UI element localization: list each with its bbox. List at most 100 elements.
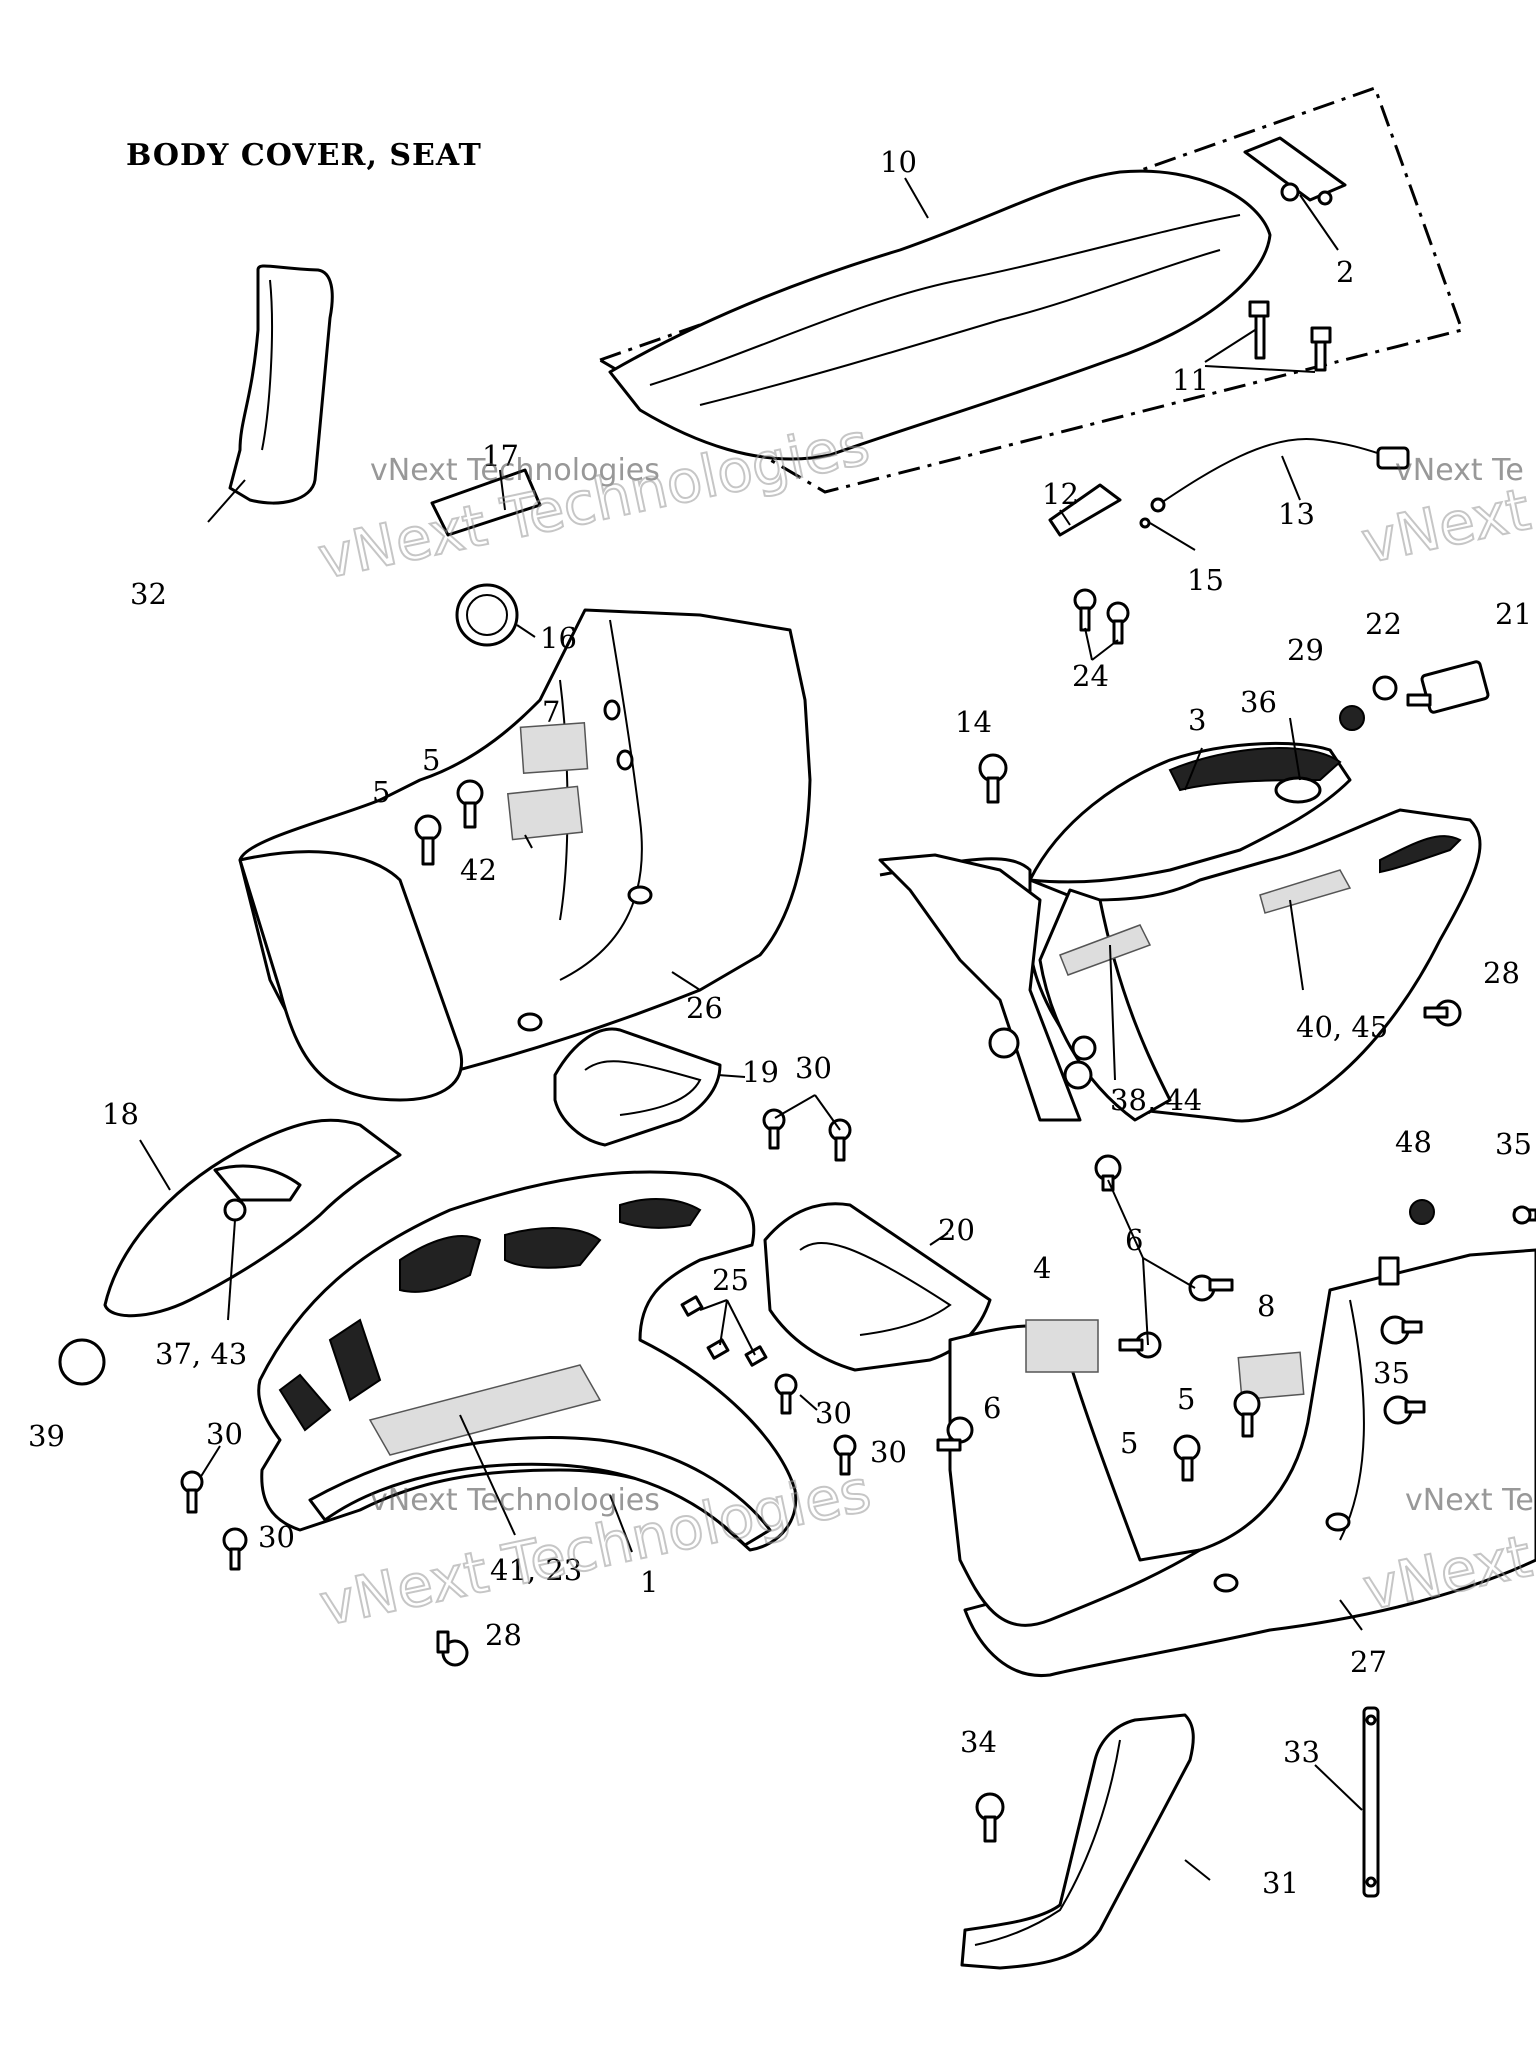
callout-40-45: 40, 45 <box>1296 1010 1388 1044</box>
callout-39: 39 <box>28 1419 65 1453</box>
screw-28b <box>436 1630 469 1667</box>
bolt-24b <box>1106 601 1130 645</box>
callout-12: 12 <box>1042 477 1079 511</box>
callout-14: 14 <box>955 705 992 739</box>
bracket-21 <box>1406 660 1490 714</box>
callout-24: 24 <box>1072 659 1109 693</box>
seat-cable <box>1139 437 1410 529</box>
guard-31 <box>960 1713 1195 1970</box>
callout-27: 27 <box>1350 1645 1387 1679</box>
screw-30f <box>222 1527 248 1571</box>
screw-30c <box>774 1373 798 1415</box>
seat <box>596 86 1464 494</box>
decal-38 <box>1059 924 1152 976</box>
screw-5a <box>414 814 442 866</box>
watermark-top-right: vNext Te vNext Technologies <box>1355 393 1536 578</box>
bracket-33 <box>1362 1706 1380 1898</box>
decal-8 <box>1237 1351 1305 1401</box>
callout-19: 19 <box>742 1055 779 1089</box>
grab-bar-cover <box>228 264 334 505</box>
right-side-cover <box>948 1248 1536 1678</box>
svg-text:vNext Technologies: vNext Technologies <box>313 409 875 592</box>
callout-36: 36 <box>1240 685 1277 719</box>
headlight-cover <box>103 1118 402 1318</box>
callout-26: 26 <box>686 991 723 1025</box>
callout-22: 22 <box>1365 607 1402 641</box>
front-fender <box>257 1170 798 1552</box>
screw-30e <box>180 1470 204 1514</box>
screw-30b <box>828 1118 852 1162</box>
decal-41 <box>368 1364 602 1456</box>
callout-38-44: 38, 44 <box>1110 1083 1202 1117</box>
callout-35a: 35 <box>1495 1127 1532 1161</box>
callout-11: 11 <box>1172 363 1209 397</box>
callout-7: 7 <box>542 695 560 729</box>
decal-42 <box>506 785 584 841</box>
callout-16: 16 <box>540 621 577 655</box>
seat-cushion <box>608 169 1272 461</box>
callout-28b: 28 <box>485 1618 522 1652</box>
page-title: BODY COVER, SEAT <box>126 138 482 173</box>
callout-30a: 30 <box>795 1051 832 1085</box>
bolt-6c <box>1118 1331 1162 1359</box>
decal-17 <box>430 468 542 537</box>
seat-bolt-a <box>1248 300 1270 360</box>
seat-hinge-bracket <box>1243 136 1347 206</box>
callout-6a: 6 <box>1125 1223 1143 1257</box>
bolt-24a <box>1073 588 1097 632</box>
svg-text:vNext Technologies: vNext Technologies <box>370 453 660 488</box>
bolt-35b <box>1380 1315 1423 1345</box>
callout-20: 20 <box>938 1213 975 1247</box>
callout-30c: 30 <box>870 1435 907 1469</box>
panel-19 <box>553 1027 722 1147</box>
leader-lines <box>139 177 1363 1881</box>
bolt-6d <box>936 1416 974 1452</box>
screw-30d <box>833 1434 857 1476</box>
svg-text:vNext Te: vNext Te <box>1395 453 1524 488</box>
seat-bolt-b <box>1310 326 1332 372</box>
watermark-bottom-left: vNext Technologies vNext Technologies <box>313 1455 877 1640</box>
callout-33: 33 <box>1283 1735 1320 1769</box>
callout-1: 1 <box>640 1565 658 1599</box>
callout-4: 4 <box>1033 1251 1051 1285</box>
nut-48 <box>1409 1199 1435 1225</box>
screw-5c <box>1233 1390 1261 1438</box>
callout-21: 21 <box>1495 597 1532 631</box>
callout-42: 42 <box>460 853 497 887</box>
callout-37-43: 37, 43 <box>155 1337 247 1371</box>
callout-25: 25 <box>712 1263 749 1297</box>
callout-34: 34 <box>960 1725 997 1759</box>
nut-29 <box>1339 705 1365 731</box>
bolt-35a <box>1512 1205 1536 1225</box>
watermark-top-left: vNext Technologies vNext Technologies <box>312 408 876 593</box>
callout-10: 10 <box>880 145 917 179</box>
callout-17: 17 <box>482 439 519 473</box>
callout-5c: 5 <box>1177 1382 1195 1416</box>
callout-13: 13 <box>1278 497 1315 531</box>
screw-28a <box>1423 999 1462 1027</box>
callout-31: 31 <box>1262 1866 1299 1900</box>
cap-39 <box>58 1338 106 1386</box>
decal-40 <box>1259 869 1352 914</box>
screw-5b <box>456 779 484 829</box>
svg-text:vNext Te: vNext Te <box>1405 1483 1534 1518</box>
callout-30b: 30 <box>815 1396 852 1430</box>
washer-22 <box>1372 675 1398 701</box>
callout-28a: 28 <box>1483 956 1520 990</box>
svg-text:vNext Technologies: vNext Technologies <box>370 1483 660 1518</box>
callout-30d: 30 <box>206 1417 243 1451</box>
callout-2: 2 <box>1336 255 1354 289</box>
callout-6b: 6 <box>983 1391 1001 1425</box>
decal-7 <box>519 722 589 774</box>
clips-25 <box>680 1295 768 1367</box>
callout-labels: 10 2 11 13 12 15 24 32 17 16 7 5 5 42 26… <box>28 145 1532 1900</box>
bolt-6b <box>1188 1274 1234 1302</box>
callout-30e: 30 <box>258 1520 295 1554</box>
callout-8: 8 <box>1257 1289 1275 1323</box>
rear-fender <box>878 741 1482 1123</box>
decal-4 <box>1025 1319 1099 1373</box>
bolt-6a <box>1094 1154 1122 1192</box>
bolt-35c <box>1383 1395 1426 1425</box>
callout-32: 32 <box>130 577 167 611</box>
